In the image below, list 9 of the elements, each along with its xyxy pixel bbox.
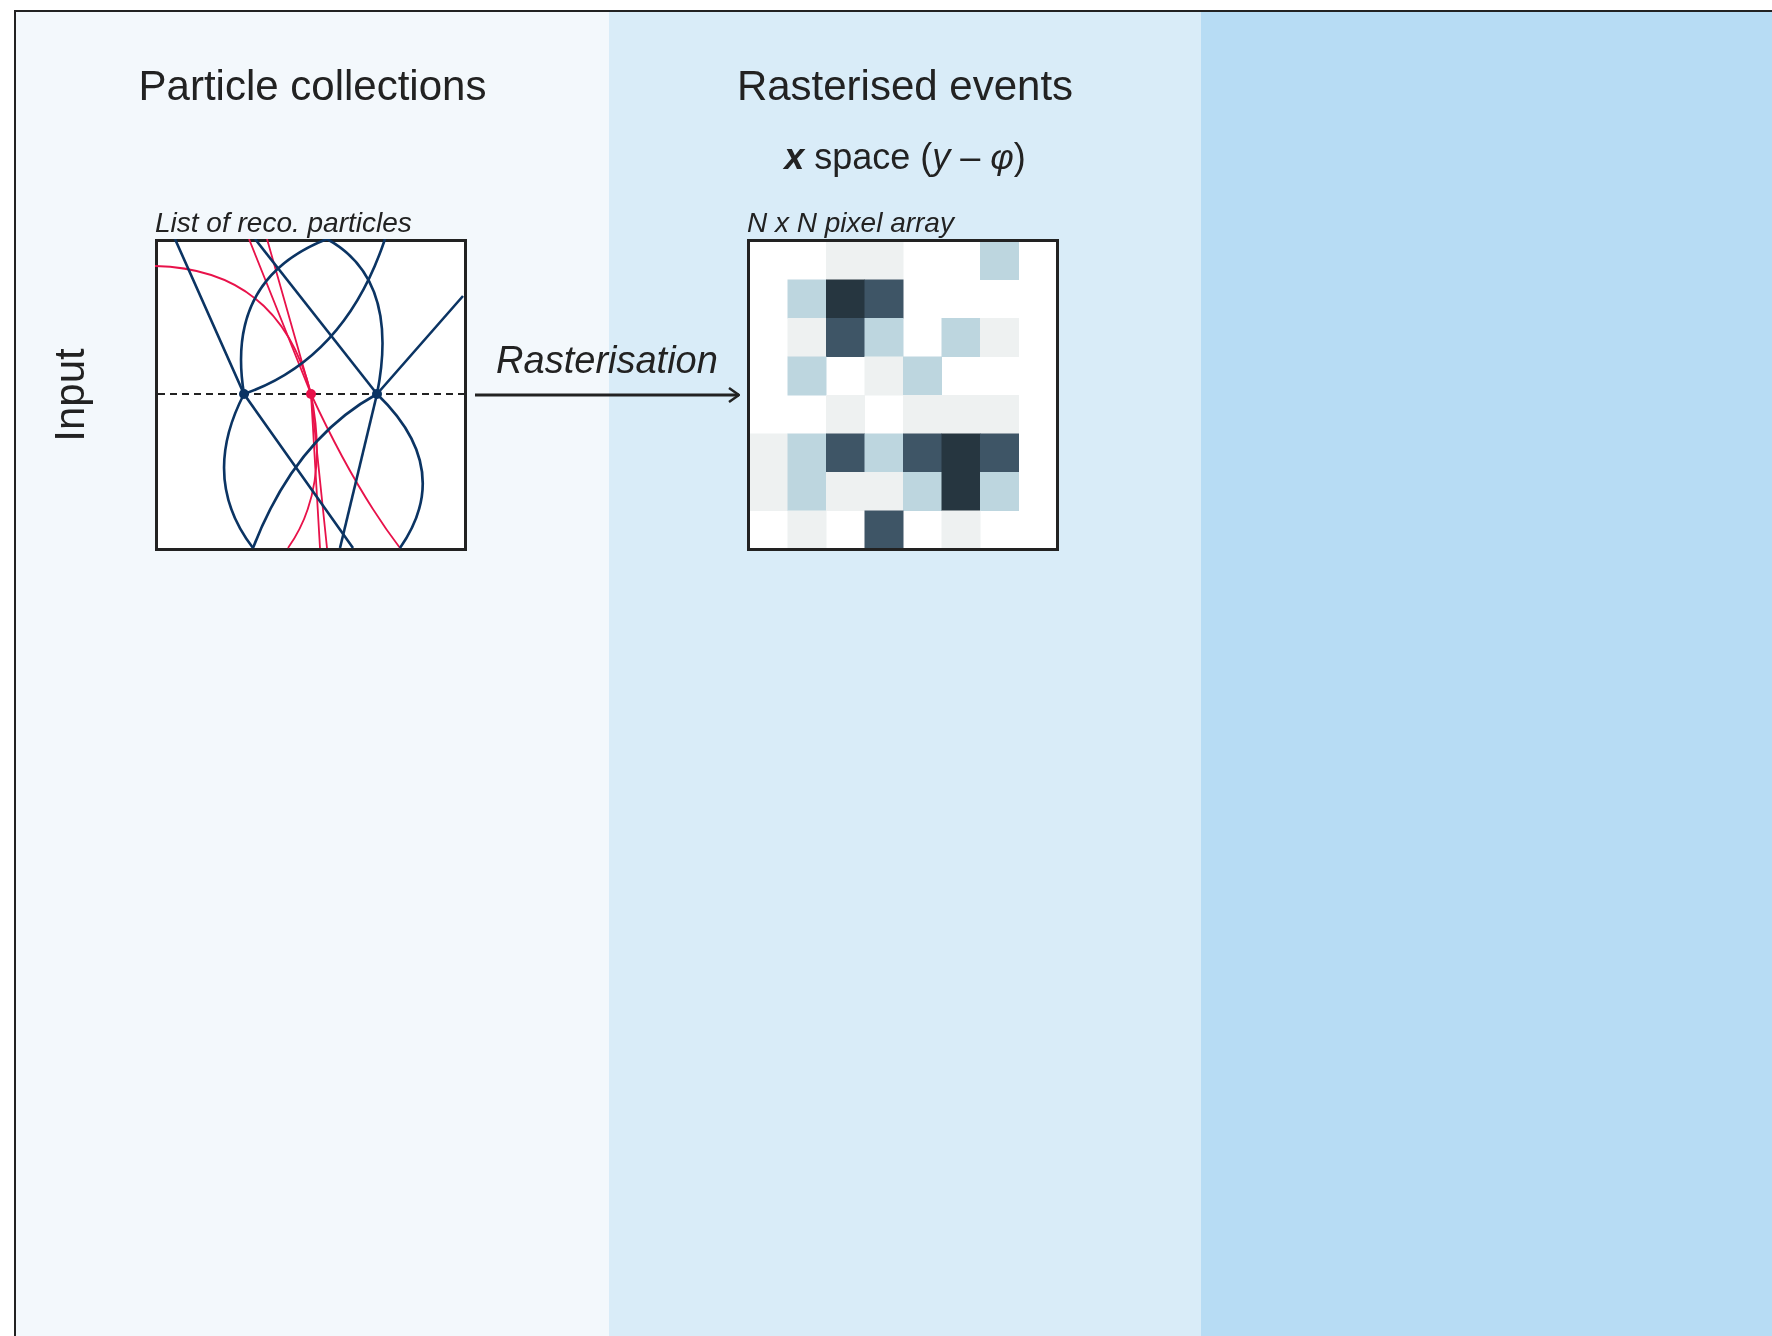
column-heading: Particle collections [137, 62, 488, 110]
column-subheading: x space (y – φ) [782, 136, 1027, 178]
row-label: Input [46, 348, 94, 442]
drawing-label: N x N pixel array [747, 207, 954, 239]
arrow [475, 386, 741, 404]
column-heading: Rasterised events [735, 62, 1075, 110]
drawing-label: List of reco. particles [155, 207, 412, 239]
panel-column [1201, 12, 1772, 1336]
edge-label: Rasterisation [496, 339, 718, 382]
